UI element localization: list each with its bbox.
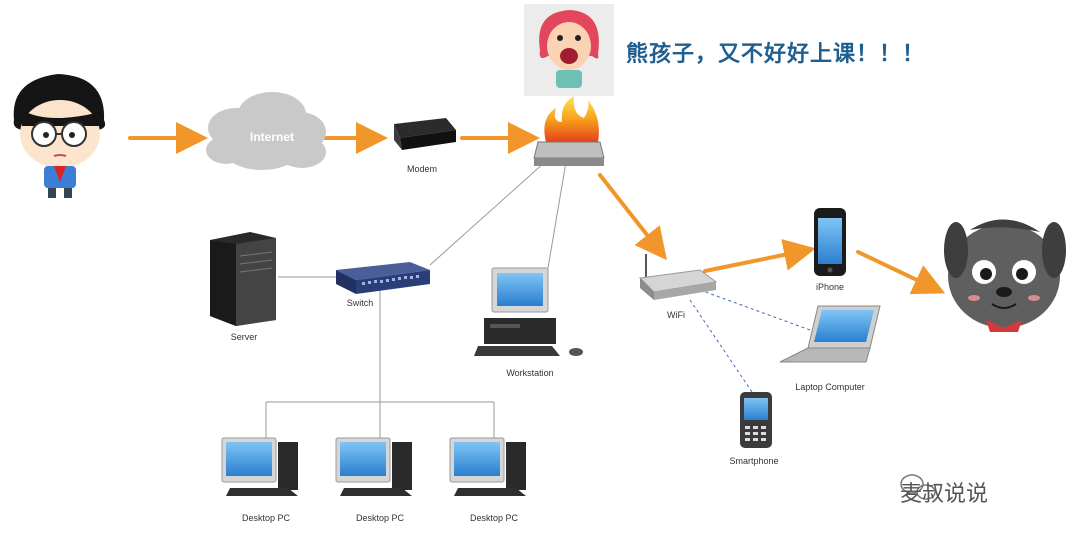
workstation-icon bbox=[474, 267, 583, 356]
server-icon bbox=[210, 232, 276, 326]
laptop-icon bbox=[779, 305, 881, 363]
dog-character-icon bbox=[944, 219, 1066, 332]
desktop-pc-label: Desktop PC bbox=[469, 513, 519, 523]
teacher-caption: 熊孩子，又不好好上课！！！ bbox=[626, 42, 926, 67]
desktop-pc-icon bbox=[221, 437, 298, 496]
iphone-icon bbox=[814, 208, 846, 276]
data-flow-arrows bbox=[128, 122, 946, 295]
link-wifi-smartphone bbox=[689, 299, 753, 393]
internet-cloud-icon bbox=[206, 92, 326, 170]
wifi-label: WiFi bbox=[667, 310, 685, 320]
switch-label: Switch bbox=[346, 298, 374, 308]
network-links bbox=[265, 161, 567, 440]
link-wifi-laptop bbox=[699, 289, 811, 331]
smartphone-label: Smartphone bbox=[729, 456, 779, 466]
modem-icon bbox=[394, 118, 456, 150]
switch-icon bbox=[336, 262, 430, 294]
arrow-firewall-wifi bbox=[598, 173, 667, 261]
link-workstation-firewall bbox=[547, 161, 567, 269]
link-switch-firewall bbox=[429, 161, 546, 266]
arrow-iphone-dog bbox=[856, 250, 946, 295]
desktop-pc-icon bbox=[335, 437, 412, 496]
internet-label: Internet bbox=[249, 130, 295, 144]
workstation-label: Workstation bbox=[506, 368, 554, 378]
watermark-text: 麦叔说说 bbox=[900, 482, 989, 507]
desktop-pc-label: Desktop PC bbox=[241, 513, 291, 523]
teacher-face-icon bbox=[524, 4, 614, 96]
smartphone-icon bbox=[740, 392, 772, 448]
wifi-router-icon bbox=[638, 254, 718, 300]
laptop-label: Laptop Computer bbox=[795, 382, 865, 392]
firewall-icon bbox=[533, 96, 605, 166]
wechat-logo-icon bbox=[900, 474, 936, 500]
server-label: Server bbox=[230, 332, 258, 342]
modem-label: Modem bbox=[406, 164, 438, 174]
kid-character-icon bbox=[13, 74, 106, 198]
desktop-pc-icon bbox=[449, 437, 526, 496]
arrow-wifi-iphone bbox=[703, 239, 816, 273]
wireless-links bbox=[689, 289, 811, 393]
desktop-pc-label: Desktop PC bbox=[355, 513, 405, 523]
iphone-label: iPhone bbox=[815, 282, 845, 292]
